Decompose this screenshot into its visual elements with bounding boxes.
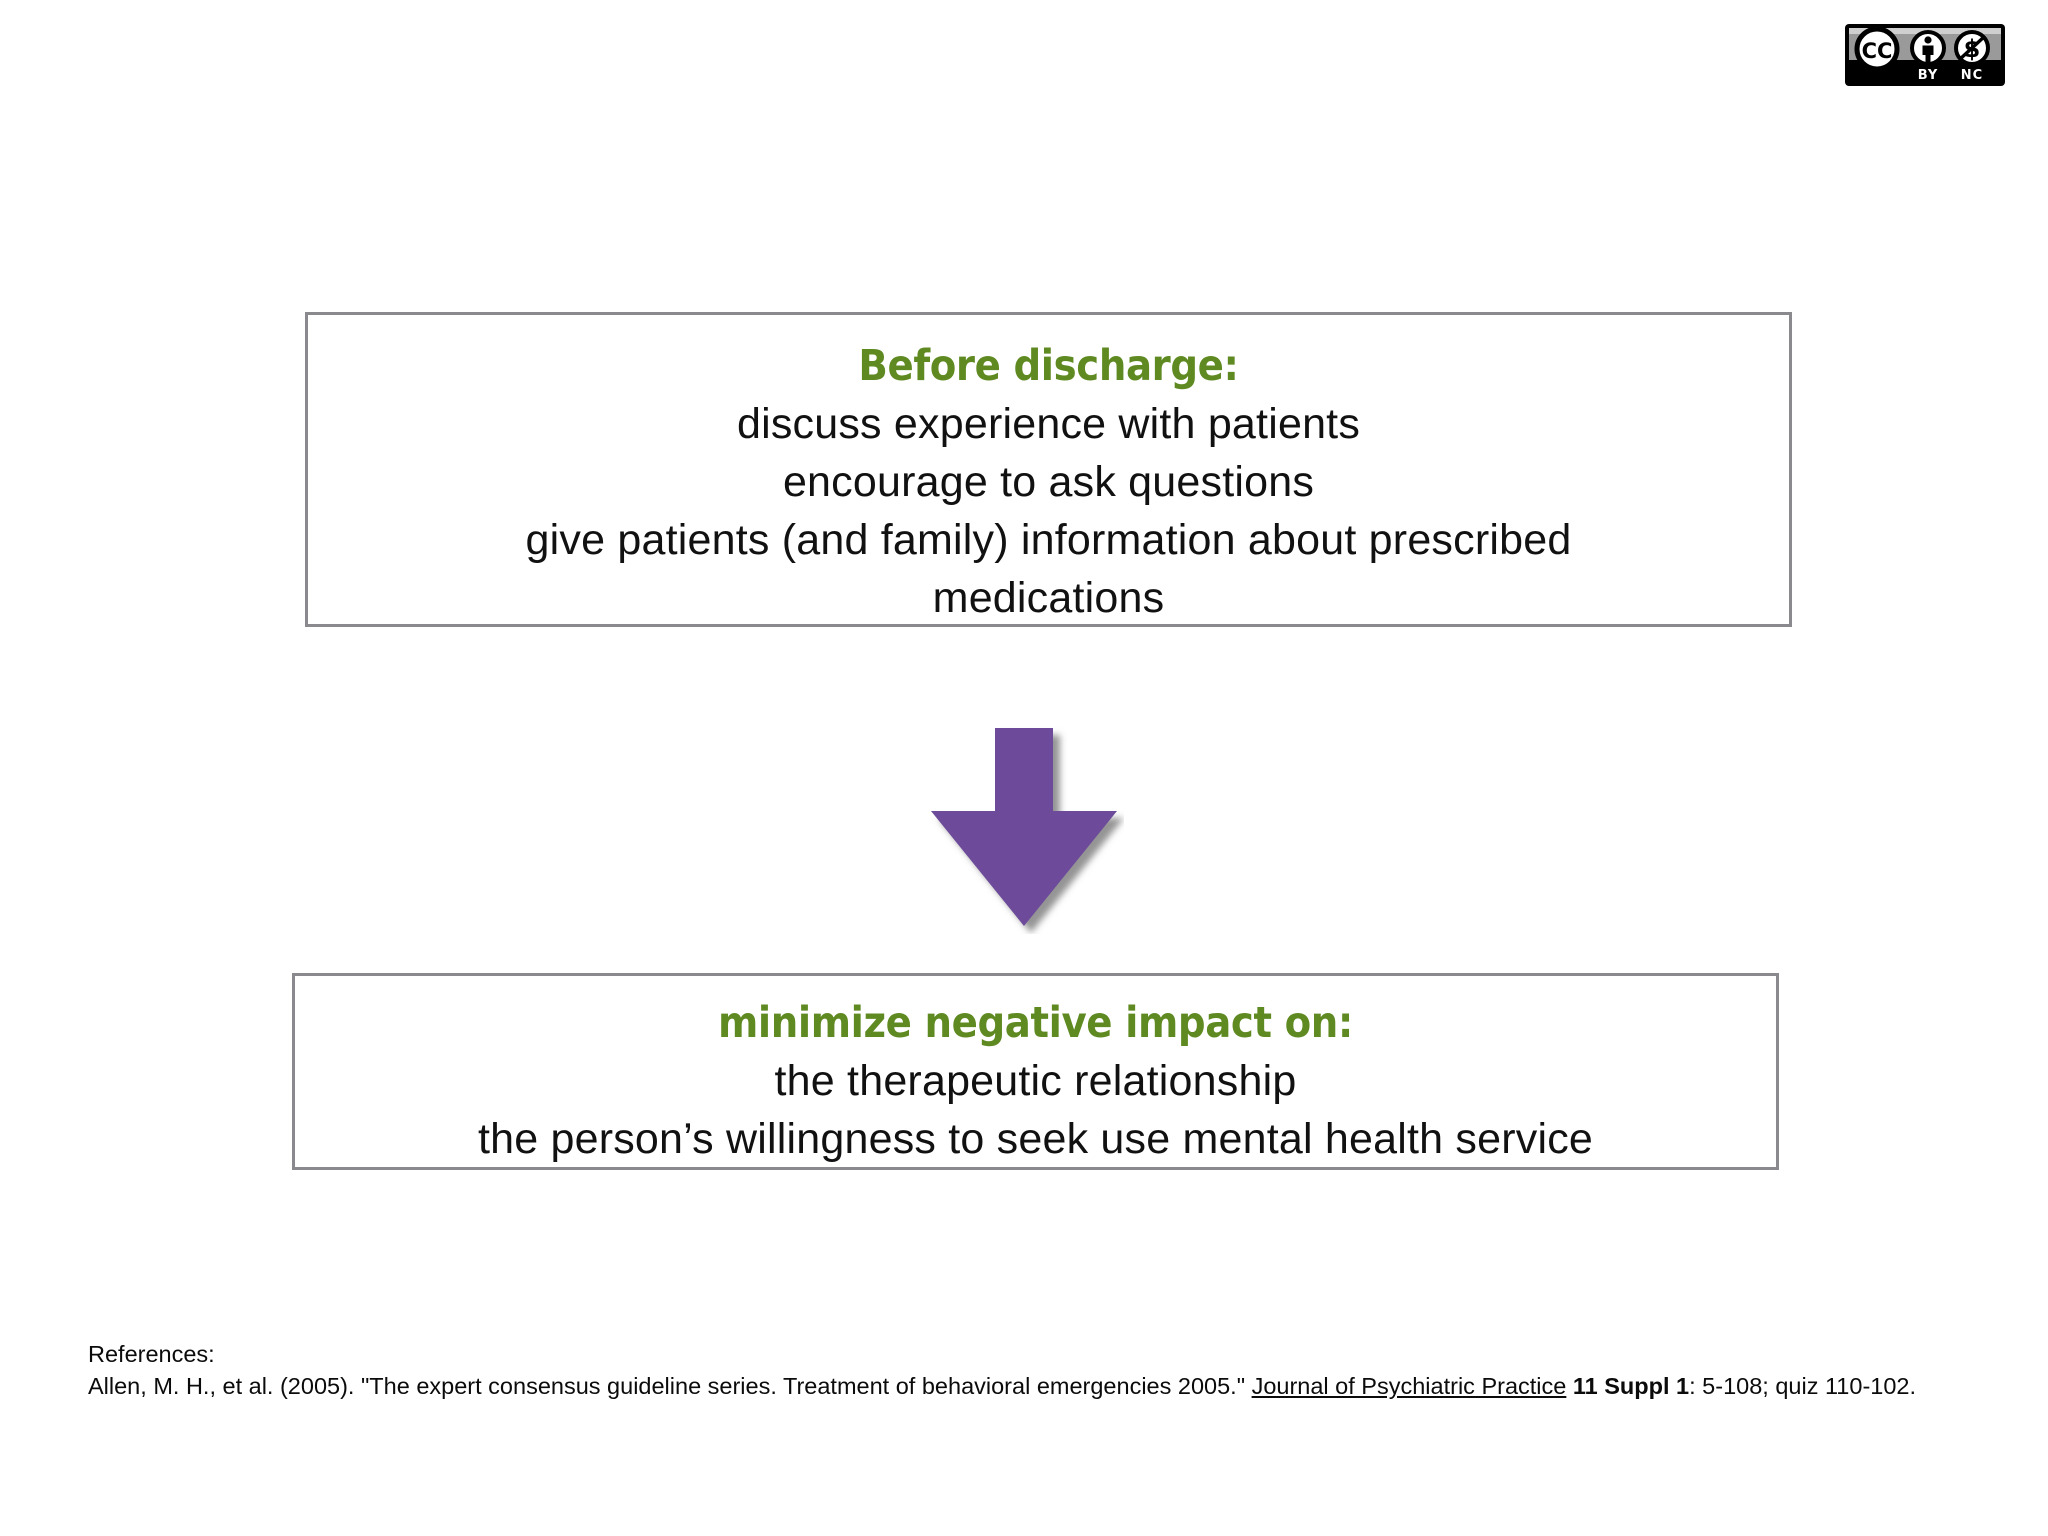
minimize-negative-impact-line-1: the therapeutic relationship bbox=[774, 1057, 1297, 1105]
down-arrow-shape bbox=[931, 728, 1117, 926]
before-discharge-line-3: give patients (and family) information a… bbox=[525, 516, 1572, 564]
before-discharge-line-4: medications bbox=[932, 574, 1165, 622]
before-discharge-box-content: Before discharge: discuss experience wit… bbox=[308, 315, 1789, 627]
citation-pages: : 5-108; quiz 110-102. bbox=[1689, 1373, 1917, 1399]
before-discharge-line-2: encourage to ask questions bbox=[782, 458, 1315, 506]
minimize-negative-impact-heading: minimize negative impact on: bbox=[717, 998, 1354, 1048]
references-block: References: Allen, M. H., et al. (2005).… bbox=[88, 1338, 1916, 1402]
down-arrow-icon bbox=[924, 726, 1124, 934]
cc-badge-svg: CC $ BY NC bbox=[1845, 24, 2005, 86]
citation-volume: 11 Suppl 1 bbox=[1566, 1373, 1690, 1399]
noncommercial-dollar-icon: $ bbox=[1954, 30, 1990, 66]
citation-journal-name: Journal of Psychiatric Practice bbox=[1251, 1373, 1567, 1399]
citation-authors-title: Allen, M. H., et al. (2005). "The expert… bbox=[88, 1373, 1252, 1399]
references-label: References: bbox=[88, 1341, 215, 1367]
attribution-person-icon bbox=[1910, 30, 1946, 66]
down-arrow-svg bbox=[931, 728, 1117, 926]
cc-icon: CC bbox=[1854, 26, 1900, 72]
before-discharge-line-1: discuss experience with patients bbox=[736, 400, 1361, 448]
cc-nc-label: NC bbox=[1961, 68, 1983, 83]
minimize-negative-impact-box-content: minimize negative impact on: the therape… bbox=[295, 976, 1776, 1168]
before-discharge-heading: Before discharge: bbox=[858, 341, 1239, 391]
minimize-negative-impact-box: minimize negative impact on: the therape… bbox=[292, 973, 1779, 1170]
cc-by-label: BY bbox=[1918, 68, 1939, 83]
before-discharge-box: Before discharge: discuss experience wit… bbox=[305, 312, 1792, 627]
creative-commons-by-nc-badge: CC $ BY NC bbox=[1845, 24, 2005, 86]
cc-glyph-label: CC bbox=[1862, 39, 1893, 63]
reference-citation: Allen, M. H., et al. (2005). "The expert… bbox=[88, 1370, 1916, 1402]
minimize-negative-impact-line-2: the person’s willingness to seek use men… bbox=[477, 1115, 1594, 1163]
